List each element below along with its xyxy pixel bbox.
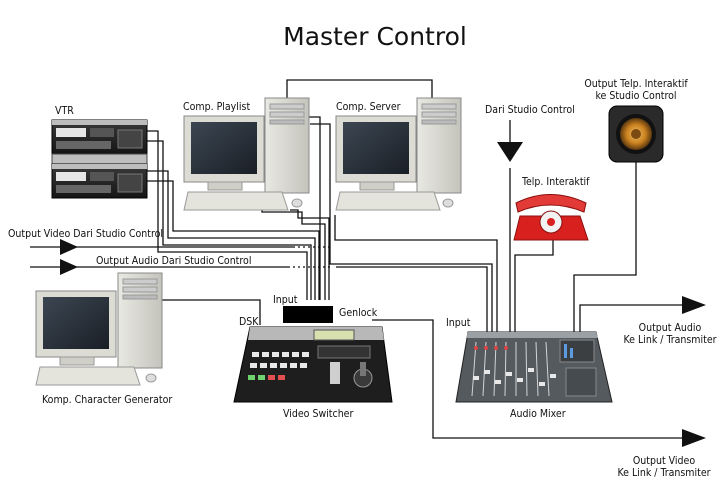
output-audio-label-line2: Ke Link / Transmiter (623, 334, 717, 346)
audio-mixer-label: Audio Mixer (510, 408, 566, 420)
video-switcher-label: Video Switcher (283, 408, 354, 420)
vtr-deck-bottom (51, 163, 148, 199)
vtr-decks (51, 119, 148, 199)
vtr-deck-middle (51, 153, 148, 165)
output-video-label-line1: Output Video (632, 455, 696, 467)
genlock-label: Genlock (339, 307, 378, 319)
audio-mixer-device (455, 331, 613, 403)
signal-wires (30, 79, 688, 439)
comp-playlist-computer (183, 97, 310, 211)
arrow-studio-down-icon (497, 142, 523, 162)
switcher-input-block (283, 306, 333, 323)
mixer-input-label: Input (446, 317, 471, 329)
arrow-heads (60, 142, 706, 447)
output-audio-label-line1: Output Audio (638, 322, 702, 334)
telephone-icon (513, 194, 589, 241)
vtr-label: VTR (55, 105, 74, 117)
output-audio-label: Output Audio Ke Link / Transmiter (610, 322, 720, 346)
output-video-label-line2: Ke Link / Transmiter (617, 467, 711, 479)
output-audio-studio-label: Output Audio Dari Studio Control (96, 255, 252, 267)
output-video-label: Output Video Ke Link / Transmiter (604, 455, 720, 479)
vtr-deck-top (51, 119, 148, 155)
arrow-output-audio-icon (682, 296, 706, 314)
cg-computer (35, 272, 163, 386)
comp-playlist-label: Comp. Playlist (183, 101, 251, 113)
output-telp-label: Output Telp. Interaktif ke Studio Contro… (576, 78, 696, 102)
arrow-output-video-icon (682, 429, 706, 447)
output-telp-label-line1: Output Telp. Interaktif (584, 78, 688, 90)
video-switcher-device (233, 326, 393, 403)
speaker-icon (608, 105, 664, 163)
cg-label: Komp. Character Generator (42, 394, 173, 406)
arrow-video-in-icon (60, 239, 78, 255)
switcher-input-label: Input (273, 294, 298, 306)
diagram-title: Master Control (283, 22, 467, 51)
comp-server-label: Comp. Server (336, 101, 401, 113)
output-telp-label-line2: ke Studio Control (595, 90, 677, 102)
dari-studio-control-label: Dari Studio Control (485, 104, 575, 116)
telp-interaktif-label: Telp. Interaktif (522, 176, 590, 188)
comp-server-computer (335, 97, 462, 211)
output-video-studio-label: Output Video Dari Studio Control (8, 228, 164, 240)
dsk-label: DSK (239, 316, 259, 328)
arrow-audio-in-icon (60, 259, 78, 275)
